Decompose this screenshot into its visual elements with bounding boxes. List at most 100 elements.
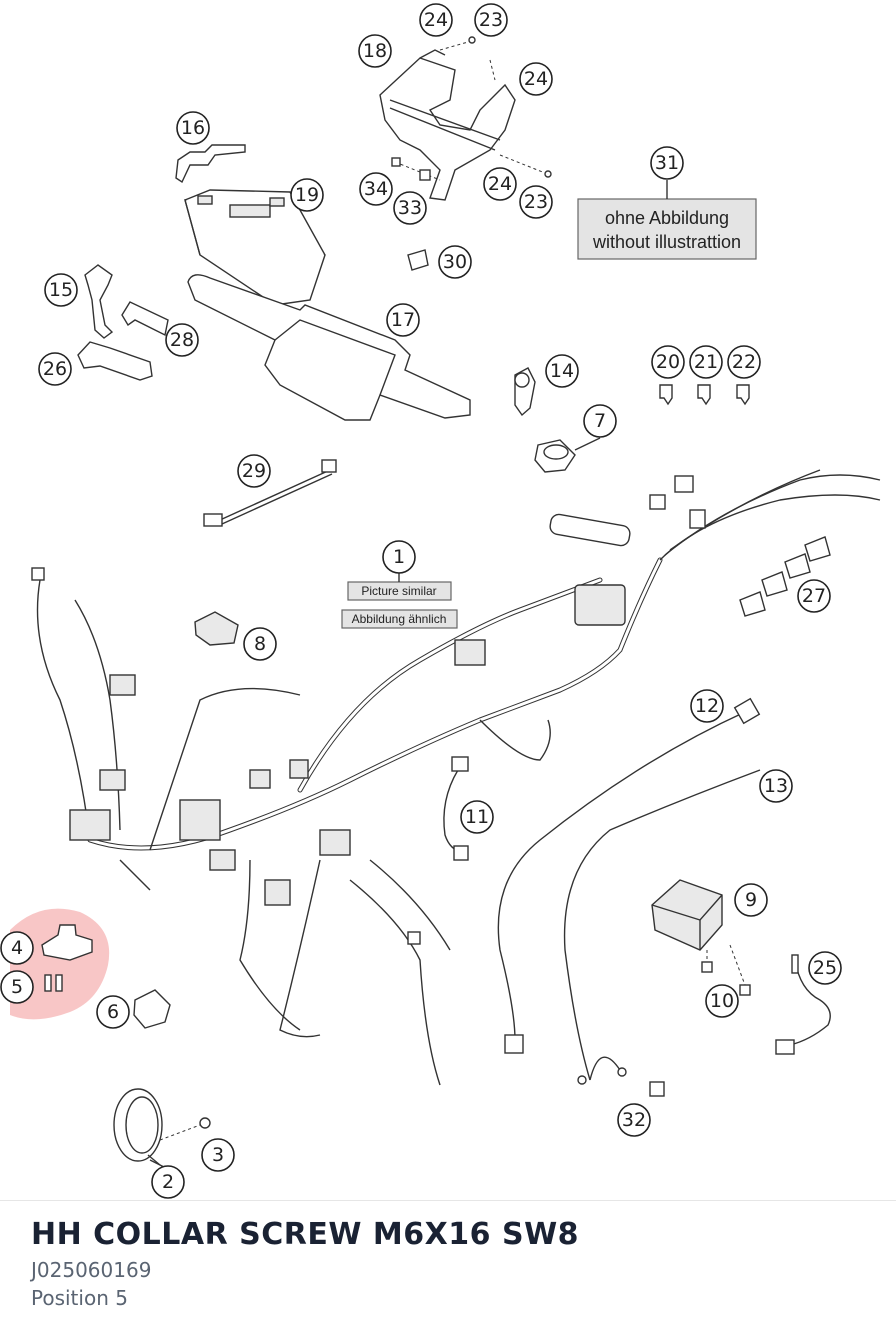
connector-22[interactable] xyxy=(736,384,750,406)
callout-25[interactable]: 25 xyxy=(808,951,842,985)
callout-32[interactable]: 32 xyxy=(617,1103,651,1137)
svg-text:32: 32 xyxy=(622,1109,646,1131)
svg-text:13: 13 xyxy=(764,775,788,797)
cable-25[interactable] xyxy=(775,954,831,1055)
holder-4[interactable] xyxy=(41,924,93,961)
callout-19[interactable]: 19 xyxy=(290,178,324,212)
callout-24-right[interactable]: 24 xyxy=(519,62,553,96)
callout-21[interactable]: 21 xyxy=(689,345,723,379)
bolt-32[interactable] xyxy=(649,1081,665,1097)
svg-text:7: 7 xyxy=(594,410,606,432)
svg-text:9: 9 xyxy=(745,889,757,911)
battery-tray-17[interactable] xyxy=(187,274,471,421)
svg-text:28: 28 xyxy=(170,329,194,351)
svg-text:26: 26 xyxy=(43,358,67,380)
bulb-socket-14[interactable] xyxy=(514,367,536,417)
part-position: Position 5 xyxy=(31,1286,128,1310)
voltage-regulator-9[interactable] xyxy=(651,879,723,951)
callout-22[interactable]: 22 xyxy=(727,345,761,379)
callout-3[interactable]: 3 xyxy=(201,1138,235,1172)
illustration-similar-label: Abbildung ähnlich xyxy=(352,612,447,626)
no-illustration-label-box xyxy=(577,198,757,260)
svg-text:24: 24 xyxy=(424,9,448,31)
relay-connectors-27[interactable] xyxy=(739,536,831,617)
callout-26[interactable]: 26 xyxy=(38,352,72,386)
cable-29[interactable] xyxy=(203,459,337,527)
screws-10[interactable] xyxy=(701,944,751,996)
callout-23-lower[interactable]: 23 xyxy=(519,185,553,219)
bracket-28[interactable] xyxy=(121,301,169,337)
svg-text:1: 1 xyxy=(393,546,405,568)
svg-text:29: 29 xyxy=(242,460,266,482)
callout-7[interactable]: 7 xyxy=(583,404,617,438)
callout-8[interactable]: 8 xyxy=(243,627,277,661)
svg-text:14: 14 xyxy=(550,360,574,382)
no-illustration-label-en: without illustrattion xyxy=(592,232,741,252)
callout-23-top[interactable]: 23 xyxy=(474,3,508,37)
callout-24-lower[interactable]: 24 xyxy=(483,167,517,201)
picture-similar-label: Picture similar xyxy=(361,584,436,598)
svg-text:16: 16 xyxy=(181,117,205,139)
main-wiring-harness-1[interactable] xyxy=(31,469,881,1086)
battery-bracket-16[interactable] xyxy=(175,144,246,184)
callout-20[interactable]: 20 xyxy=(651,345,685,379)
illustration-similar-label-box xyxy=(341,609,458,629)
callout-14[interactable]: 14 xyxy=(545,354,579,388)
callout-17[interactable]: 17 xyxy=(386,303,420,337)
svg-text:19: 19 xyxy=(295,184,319,206)
callout-28[interactable]: 28 xyxy=(165,323,199,357)
svg-text:11: 11 xyxy=(465,806,489,828)
no-illustration-label-de: ohne Abbildung xyxy=(605,208,729,228)
relay-6[interactable] xyxy=(133,989,171,1029)
callout-1[interactable]: 1 xyxy=(382,540,416,574)
bracket-15[interactable] xyxy=(84,264,114,339)
callout-12[interactable]: 12 xyxy=(690,689,724,723)
callout-18[interactable]: 18 xyxy=(358,34,392,68)
callout-34[interactable]: 34 xyxy=(359,172,393,206)
collar-screw-5[interactable] xyxy=(44,974,63,992)
connector-20[interactable] xyxy=(659,384,673,406)
svg-text:25: 25 xyxy=(813,957,837,979)
callout-4[interactable]: 4 xyxy=(0,931,34,965)
callout-5[interactable]: 5 xyxy=(0,970,34,1004)
svg-text:27: 27 xyxy=(802,585,826,607)
callout-9[interactable]: 9 xyxy=(734,883,768,917)
bracket-assembly-18[interactable] xyxy=(379,49,516,201)
callout-27[interactable]: 27 xyxy=(797,579,831,613)
svg-text:23: 23 xyxy=(479,9,503,31)
cable-12[interactable] xyxy=(497,697,761,1054)
svg-text:22: 22 xyxy=(732,351,756,373)
part-info-panel: HH COLLAR SCREW M6X16 SW8 J025060169 Pos… xyxy=(0,1200,896,1335)
callout-29[interactable]: 29 xyxy=(237,454,271,488)
grommet-7[interactable] xyxy=(534,439,576,473)
callout-30[interactable]: 30 xyxy=(438,245,472,279)
callout-2[interactable]: 2 xyxy=(151,1165,185,1199)
callout-11[interactable]: 11 xyxy=(460,800,494,834)
bracket-26[interactable] xyxy=(77,341,153,381)
battery-19[interactable] xyxy=(184,189,326,306)
svg-text:12: 12 xyxy=(695,695,719,717)
part-number: J025060169 xyxy=(31,1258,152,1282)
callout-10[interactable]: 10 xyxy=(705,984,739,1018)
callout-31[interactable]: 31 xyxy=(650,146,684,180)
callout-6[interactable]: 6 xyxy=(96,995,130,1029)
svg-text:15: 15 xyxy=(49,279,73,301)
svg-text:3: 3 xyxy=(212,1144,224,1166)
clip-30[interactable] xyxy=(407,249,429,271)
cable-13[interactable] xyxy=(563,769,761,1085)
relay-8[interactable] xyxy=(194,611,239,646)
svg-text:4: 4 xyxy=(11,937,23,959)
screw-3[interactable] xyxy=(159,1117,211,1141)
svg-text:17: 17 xyxy=(391,309,415,331)
connector-21[interactable] xyxy=(697,384,711,406)
callout-15[interactable]: 15 xyxy=(44,273,78,307)
svg-text:2: 2 xyxy=(162,1171,174,1193)
svg-text:30: 30 xyxy=(443,251,467,273)
cable-11[interactable] xyxy=(443,756,469,861)
svg-text:24: 24 xyxy=(524,68,548,90)
callout-16[interactable]: 16 xyxy=(176,111,210,145)
callout-33[interactable]: 33 xyxy=(393,191,427,225)
horn-2[interactable] xyxy=(113,1088,163,1166)
callout-13[interactable]: 13 xyxy=(759,769,793,803)
callout-24-top[interactable]: 24 xyxy=(419,3,453,37)
